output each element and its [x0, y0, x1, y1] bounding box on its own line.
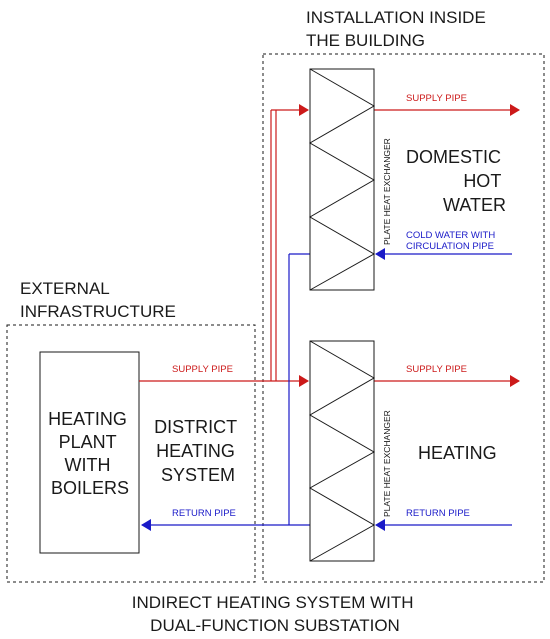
supply-network	[139, 104, 520, 387]
exchanger-label-heating: PLATE HEAT EXCHANGER	[382, 410, 392, 517]
external-title: EXTERNAL INFRASTRUCTURE	[20, 279, 176, 321]
return-network	[141, 248, 512, 531]
exchanger-label-dhw: PLATE HEAT EXCHANGER	[382, 138, 392, 245]
cold-water-label: COLD WATER WITH CIRCULATION PIPE	[406, 230, 498, 252]
heating-plant-box	[39, 351, 140, 554]
plant-label: HEATING PLANT WITH BOILERS	[48, 409, 132, 498]
heating-label: HEATING	[418, 443, 497, 463]
installation-title: INSTALLATION INSIDE THE BUILDING	[306, 8, 491, 50]
installation-boundary	[262, 53, 545, 583]
exchanger-heating	[308, 340, 376, 562]
supply-pipe-label-heating: SUPPLY PIPE	[406, 364, 467, 375]
diagram-caption: INDIRECT HEATING SYSTEM WITH DUAL-FUNCTI…	[132, 593, 419, 635]
return-pipe-label-heating: RETURN PIPE	[406, 508, 470, 519]
exchanger-dhw	[309, 68, 376, 291]
supply-pipe-label-plant: SUPPLY PIPE	[172, 364, 233, 375]
district-label: DISTRICT HEATING SYSTEM	[154, 417, 242, 485]
supply-pipe-label-top: SUPPLY PIPE	[406, 93, 467, 104]
return-pipe-label-plant: RETURN PIPE	[172, 508, 236, 519]
dhw-label: DOMESTIC HOT WATER	[406, 147, 506, 215]
